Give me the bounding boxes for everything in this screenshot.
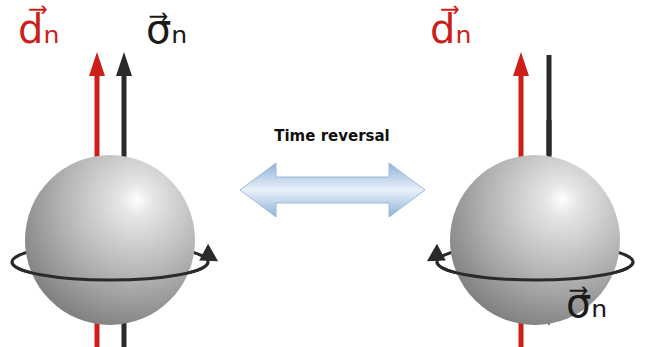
particle-sphere <box>25 155 195 325</box>
rotation-arrowhead <box>194 244 218 269</box>
transform-label: Time reversal <box>274 128 390 145</box>
spin-label: σ⃗ₙ <box>146 6 187 52</box>
spin-arrowhead <box>116 52 132 76</box>
edm-label: d⃗ₙ <box>430 6 471 52</box>
edm-arrowhead <box>513 52 529 76</box>
rotation-arrowhead <box>427 244 451 269</box>
double-arrow <box>240 163 425 217</box>
spin-arrow-top <box>547 120 552 155</box>
particle-sphere <box>450 155 620 325</box>
rotation-ring-front <box>437 262 633 280</box>
edm-arrowhead <box>89 52 105 76</box>
left-particle <box>12 52 218 347</box>
spin-label: σ⃗ₙ <box>566 280 607 326</box>
rotation-ring-front <box>12 262 208 280</box>
right-particle <box>427 52 633 347</box>
edm-label: d⃗ₙ <box>18 6 59 52</box>
